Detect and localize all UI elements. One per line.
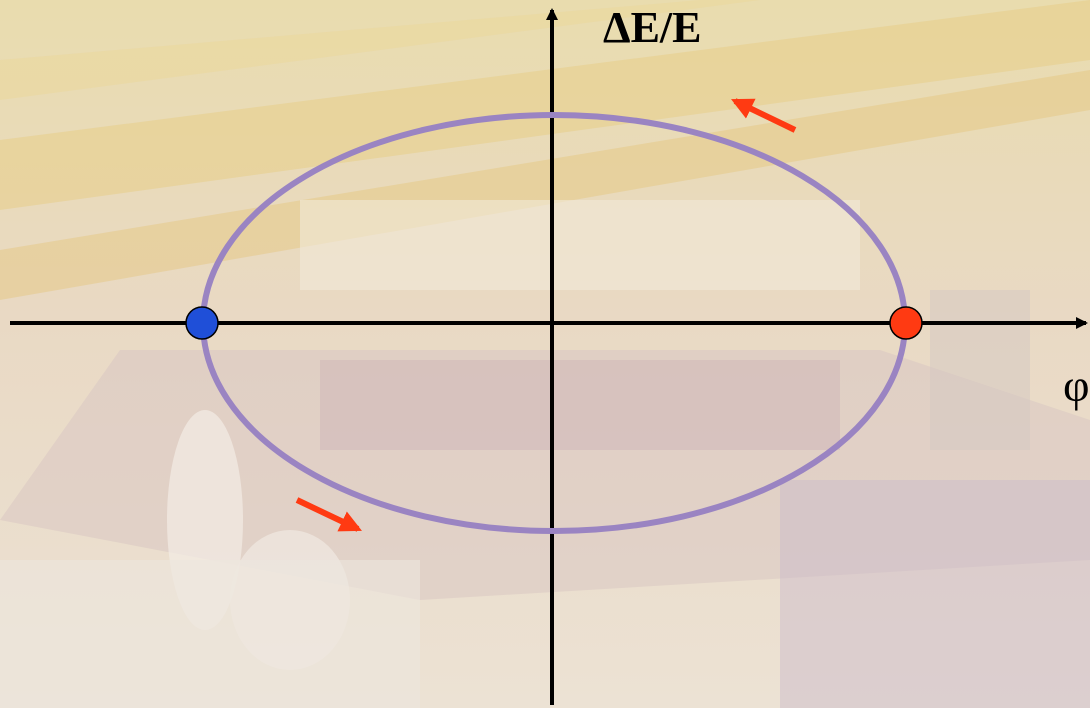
x-axis-label: φ (1063, 360, 1090, 411)
left-phase-point (185, 306, 219, 340)
arrow-up-left-icon (731, 98, 797, 133)
right-phase-point (889, 306, 923, 340)
arrow-down-right-icon (295, 497, 362, 532)
y-axis-label: ΔE/E (603, 3, 702, 52)
